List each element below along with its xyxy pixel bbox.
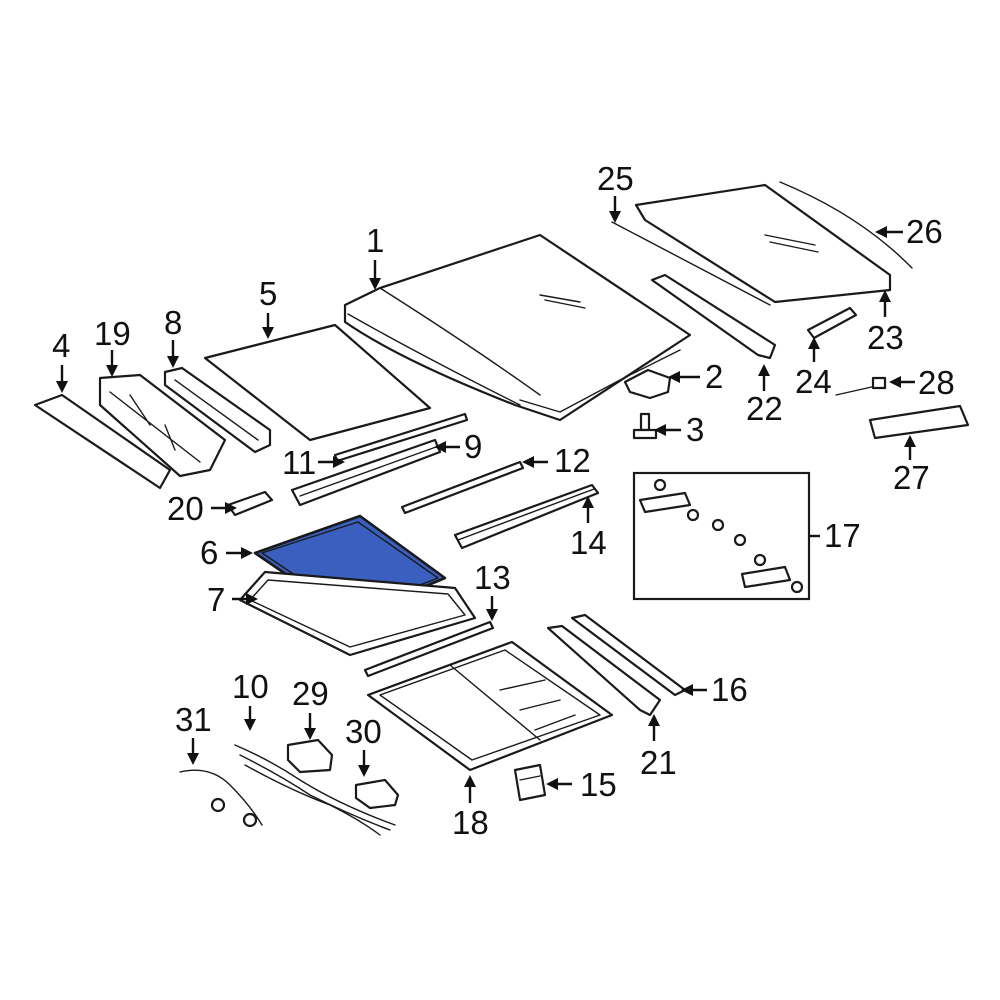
part-clip[interactable] bbox=[226, 490, 274, 517]
part-connector-30[interactable] bbox=[354, 778, 400, 810]
part-pin[interactable] bbox=[835, 376, 887, 396]
callout-4[interactable]: 4 bbox=[52, 327, 70, 364]
callout-9[interactable]: 9 bbox=[464, 428, 482, 465]
callout-8[interactable]: 8 bbox=[164, 304, 182, 341]
part-hardware-kit[interactable] bbox=[632, 471, 811, 601]
part-bolt[interactable] bbox=[632, 412, 658, 440]
callout-20[interactable]: 20 bbox=[167, 490, 204, 527]
leader-lines bbox=[56, 196, 916, 803]
part-headliner-panel[interactable] bbox=[203, 323, 432, 442]
callout-30[interactable]: 30 bbox=[345, 713, 382, 750]
part-panel-strip[interactable] bbox=[33, 393, 172, 490]
callout-31[interactable]: 31 bbox=[175, 701, 212, 738]
part-front-rail[interactable] bbox=[290, 438, 442, 507]
callout-labels: 1 2 3 4 5 6 7 8 9 10 11 12 13 14 15 16 1… bbox=[52, 160, 955, 841]
callout-25[interactable]: 25 bbox=[597, 160, 634, 197]
callout-22[interactable]: 22 bbox=[746, 390, 783, 427]
callout-28[interactable]: 28 bbox=[918, 364, 955, 401]
callout-26[interactable]: 26 bbox=[906, 213, 943, 250]
callout-3[interactable]: 3 bbox=[686, 411, 704, 448]
part-cable[interactable] bbox=[179, 769, 263, 828]
part-drain-strip[interactable] bbox=[363, 620, 495, 678]
callout-14[interactable]: 14 bbox=[570, 524, 607, 561]
part-frame-rail[interactable] bbox=[163, 366, 272, 454]
callout-18[interactable]: 18 bbox=[452, 804, 489, 841]
callout-10[interactable]: 10 bbox=[232, 668, 269, 705]
part-seal-26[interactable] bbox=[779, 181, 913, 269]
callout-1[interactable]: 1 bbox=[366, 222, 384, 259]
part-motor[interactable] bbox=[513, 763, 547, 802]
callout-2[interactable]: 2 bbox=[705, 358, 723, 395]
callout-21[interactable]: 21 bbox=[640, 744, 677, 781]
callout-19[interactable]: 19 bbox=[94, 315, 131, 352]
callout-5[interactable]: 5 bbox=[259, 275, 277, 312]
callout-24[interactable]: 24 bbox=[795, 363, 832, 400]
callout-16[interactable]: 16 bbox=[711, 671, 748, 708]
callout-23[interactable]: 23 bbox=[867, 319, 904, 356]
part-rail-end[interactable] bbox=[546, 624, 662, 717]
callout-7[interactable]: 7 bbox=[207, 581, 225, 618]
part-rear-glass[interactable] bbox=[634, 183, 892, 304]
part-roof-panel[interactable] bbox=[343, 233, 692, 422]
callout-13[interactable]: 13 bbox=[474, 559, 511, 596]
part-connector-29[interactable] bbox=[286, 738, 334, 774]
part-deflector-rail[interactable] bbox=[453, 483, 600, 550]
callout-11[interactable]: 11 bbox=[282, 444, 316, 481]
callout-27[interactable]: 27 bbox=[893, 459, 930, 496]
part-track[interactable] bbox=[868, 404, 970, 440]
part-rear-rail[interactable] bbox=[650, 273, 777, 360]
part-glass-seal-frame[interactable] bbox=[238, 570, 477, 657]
part-bracket[interactable] bbox=[623, 368, 672, 400]
part-seal-25[interactable] bbox=[611, 221, 771, 306]
callout-12[interactable]: 12 bbox=[554, 442, 591, 479]
part-bushing[interactable] bbox=[806, 306, 858, 340]
part-seal-strip-12[interactable] bbox=[400, 460, 525, 515]
callout-29[interactable]: 29 bbox=[292, 675, 329, 712]
part-sunshade-frame[interactable] bbox=[366, 640, 614, 772]
callout-15[interactable]: 15 bbox=[580, 766, 617, 803]
part-headliner-trim[interactable] bbox=[98, 373, 227, 478]
callout-6[interactable]: 6 bbox=[200, 534, 218, 571]
part-wiring-harness[interactable] bbox=[234, 744, 396, 836]
callout-17[interactable]: 17 bbox=[824, 517, 861, 554]
